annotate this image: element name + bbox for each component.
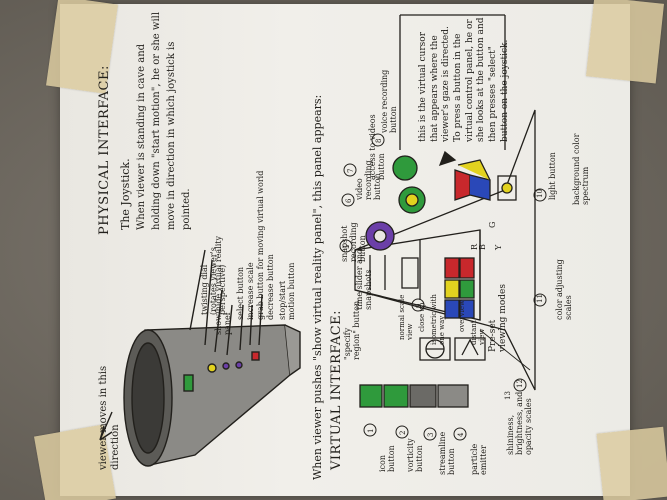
number-mark: 7 (347, 168, 355, 173)
physical-interface-heading: PHYSICAL INTERFACE: (97, 65, 112, 235)
label-particle: particle emitter (470, 443, 489, 475)
label-vorticity: vorticity button (406, 438, 425, 472)
joystick-sketch (99, 249, 301, 467)
label-color-scales: color adjusting scales (555, 259, 574, 320)
number-mark: 13 (504, 391, 512, 400)
label-background: background color spectrum (572, 133, 591, 205)
virtual-intro: When viewer pushes "show virtual reality… (311, 94, 324, 480)
joystick-label-increase: increase scale (246, 262, 255, 320)
number-mark: 6 (345, 198, 353, 203)
label-distant: distant view (470, 320, 487, 345)
cursor-note: this is the virtual cursor that appears … (418, 17, 510, 142)
axis-letter: B (478, 244, 487, 250)
number-mark: 8 (375, 138, 383, 143)
label-icon: icon button (378, 445, 397, 472)
joystick-label-show-hide: show/hide virtual reality panel (214, 235, 233, 335)
motion-note: viewer moves in this direction (98, 365, 121, 470)
number-mark: 9 (415, 303, 423, 308)
number-mark: 4 (457, 432, 465, 437)
number-mark: 11 (536, 294, 544, 303)
number-mark: 2 (399, 430, 407, 435)
joystick-label-decrease: decrease button (266, 254, 275, 320)
label-normal-scale: normal scale view (398, 294, 415, 340)
label-preset-modes: Pre-set viewing modes (488, 284, 509, 352)
label-light: light button (548, 152, 557, 200)
virtual-panel-sketch (354, 14, 536, 408)
joystick-label-select: select button (236, 266, 245, 320)
label-specify-region: "specify region" button (343, 300, 362, 360)
number-mark: 5 (343, 244, 351, 249)
number-mark: 1 (367, 428, 375, 433)
label-overview: overview (458, 300, 466, 332)
label-isometric: isometric with one way (430, 294, 447, 345)
number-marks (339, 133, 547, 441)
label-video-recording: video recording button (355, 160, 383, 200)
joystick-label-stop-start: stop/start motion button (278, 262, 297, 320)
label-streamline: streamline button (438, 431, 457, 475)
number-mark: 12 (516, 379, 524, 388)
number-mark: 10 (536, 189, 544, 198)
axis-letter: Y (494, 244, 503, 250)
label-time-slider: time slider and snapshots (355, 248, 374, 310)
axis-letter: G (488, 221, 497, 228)
joystick-label-grab: grab button for moving virtual world (256, 170, 265, 320)
number-mark: 3 (427, 432, 435, 437)
joystick-description: When viewer is standing in cave and hold… (136, 11, 192, 230)
joystick-title: The Joystick. (119, 158, 132, 230)
